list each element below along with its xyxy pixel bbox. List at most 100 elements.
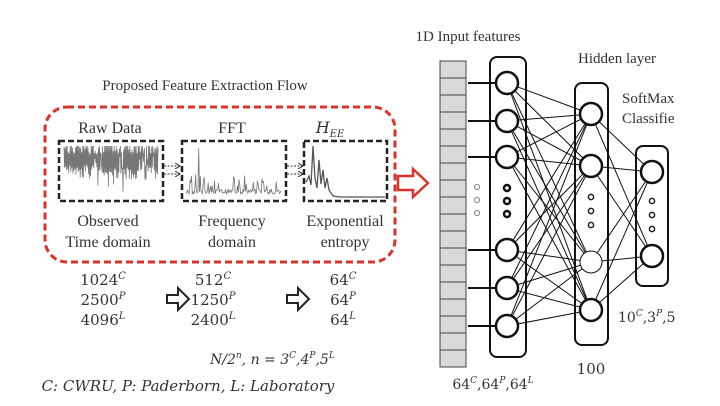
dotted-arrow-2 (287, 166, 303, 174)
size-hee-p: 64P (330, 291, 356, 309)
stage-heading-raw-data: Raw Data (78, 120, 142, 137)
size-hee-l: 64L (330, 311, 356, 329)
hidden-connection (506, 113, 592, 122)
input-cell (439, 111, 467, 130)
softmax-label-line1: SoftMax (622, 91, 675, 107)
first-layer-node (494, 237, 520, 263)
first-layer-ellipsis (502, 209, 512, 219)
input-cell (439, 145, 467, 164)
input-cell (439, 264, 467, 283)
stage-heading-hee: HEE (315, 118, 345, 140)
softmax-ellipsis (648, 225, 656, 233)
hidden-ellipsis (587, 207, 595, 215)
stage-heading-fft: FFT (218, 120, 246, 137)
softmax-label-line2: Classifie (622, 111, 675, 127)
input-cell (439, 128, 467, 147)
input-cell (439, 162, 467, 181)
hidden-ellipsis (587, 221, 595, 229)
input-cell (439, 179, 467, 198)
ellipsis-dot (473, 183, 481, 191)
output-size-label: 10C,3P,5 (618, 309, 676, 326)
hidden-connection (506, 120, 592, 311)
hidden-connection (506, 156, 592, 263)
input-cell (439, 213, 467, 232)
hidden-connection (506, 249, 592, 263)
output-connection (590, 255, 653, 311)
hidden-node (578, 297, 604, 323)
input-cell (439, 247, 467, 266)
first-layer-ellipsis (502, 183, 512, 193)
hidden-connection (506, 82, 592, 167)
first-layer-node (494, 275, 520, 301)
hidden-connection (506, 261, 592, 289)
flow-title: Proposed Feature Extraction Flow (102, 78, 308, 94)
size-hee-c: 64C (330, 271, 357, 289)
hidden-connection (506, 82, 592, 115)
output-connection (590, 113, 653, 257)
hidden-connection (506, 156, 592, 311)
hidden-connection (506, 113, 592, 251)
network-nodes (494, 70, 665, 339)
first-layer-node (494, 144, 520, 170)
hidden-connection (506, 156, 592, 167)
hidden-node (578, 101, 604, 127)
input-size-label: 64C,64P,64L (452, 376, 533, 393)
softmax-node (639, 159, 665, 185)
caption-fft-line1: Frequency (198, 213, 266, 230)
softmax-ellipsis (648, 197, 656, 205)
entropy-curve-plot (305, 145, 385, 198)
softmax-layer-box (635, 145, 669, 287)
hee-box (302, 139, 389, 203)
ellipsis-dot (473, 196, 481, 204)
spectrum-plot (185, 147, 282, 196)
hidden-connection (506, 165, 592, 289)
hidden-connection (506, 82, 592, 263)
softmax-node (639, 243, 665, 269)
output-connection (590, 171, 653, 311)
input-cell (439, 315, 467, 334)
hidden-node (578, 153, 604, 179)
feature-extraction-frame (43, 105, 397, 264)
size-fft-c: 512C (195, 271, 232, 289)
dataset-legend: C: CWRU, P: Paderborn, L: Laboratory (42, 377, 335, 395)
input-cell (439, 196, 467, 215)
first-layer-node (494, 108, 520, 134)
hidden-connection (506, 120, 592, 263)
size-raw-c: 1024C (80, 271, 126, 289)
first-layer-box (489, 56, 527, 358)
input-cell (439, 281, 467, 300)
hidden-connection (506, 113, 592, 289)
size-raw-l: 4096L (81, 311, 126, 329)
caption-raw-line1: Observed (77, 213, 138, 230)
caption-hee-line1: Exponential (306, 213, 384, 230)
hidden-connection (506, 287, 592, 311)
caption-fft-line2: domain (208, 234, 256, 251)
input-cell (439, 60, 467, 79)
output-connection (590, 113, 653, 173)
hidden-connection (506, 113, 592, 327)
softmax-ellipsis (648, 211, 656, 219)
hidden-node (579, 250, 603, 274)
spectrum-line (185, 147, 282, 196)
red-flow-arrow (396, 166, 430, 200)
first-layer-ellipsis (502, 196, 512, 206)
hidden-connection (506, 113, 592, 158)
ellipsis-dot (473, 209, 481, 217)
hidden-connection (506, 120, 592, 167)
caption-hee-line2: entropy (321, 234, 370, 251)
caption-raw-line2: Time domain (65, 234, 150, 251)
first-layer-node (494, 70, 520, 96)
size-fft-l: 2400L (191, 311, 236, 329)
dotted-arrow-1 (164, 166, 180, 174)
time-signal-line (63, 145, 159, 192)
size-columns: 1024C 2500P 4096L 512C 1250P 2400L 64C 6… (80, 271, 357, 329)
hidden-layer-box (574, 82, 609, 346)
entropy-line (305, 145, 385, 198)
input-feature-column (439, 60, 481, 368)
hidden-connection (506, 261, 592, 327)
hidden-layer-label: Hidden layer (578, 51, 656, 67)
raw-data-box (57, 139, 165, 203)
hidden-connection (506, 165, 592, 327)
fft-box (180, 139, 288, 203)
